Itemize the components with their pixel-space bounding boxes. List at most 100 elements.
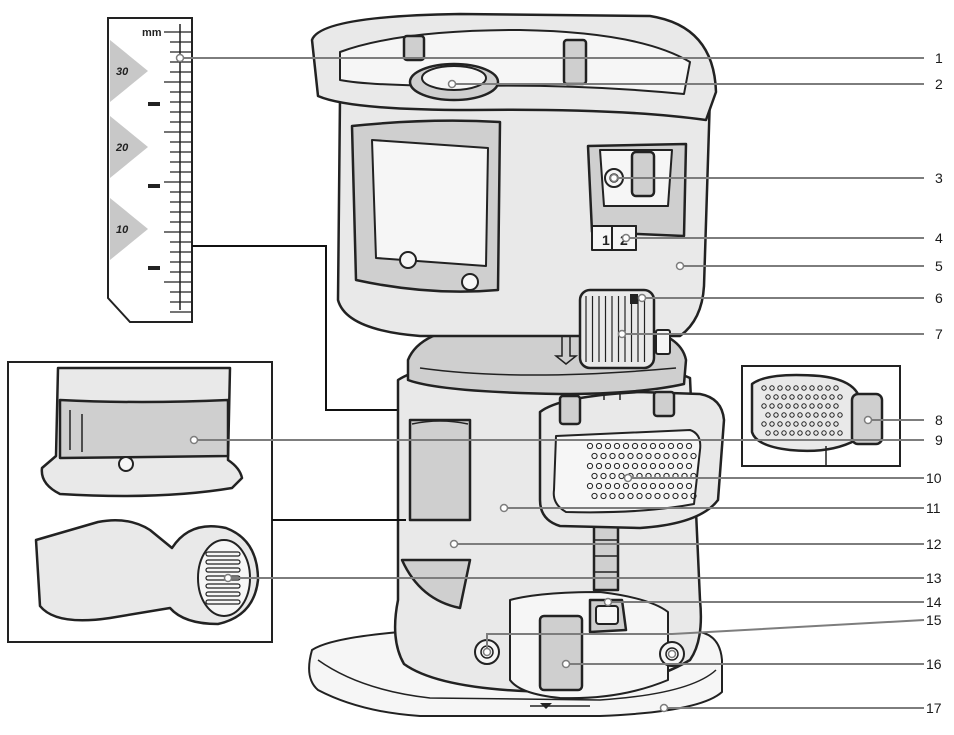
grip-dot — [595, 482, 603, 490]
grip-dot — [672, 452, 679, 460]
scale-marker-bar — [148, 102, 160, 106]
grip-dot — [789, 394, 795, 400]
grip-dot — [631, 482, 639, 490]
callout-15: 15 — [926, 612, 942, 628]
callout-1: 1 — [935, 50, 943, 66]
callout-9: 9 — [935, 432, 943, 448]
grip-dot — [793, 403, 799, 409]
grip-dot — [797, 394, 803, 400]
grip-dot — [676, 442, 684, 450]
grip-dot — [591, 452, 598, 460]
leader-dot-8 — [863, 415, 873, 425]
grip-dot — [773, 394, 779, 400]
grip-dot — [645, 492, 652, 500]
grip-dot — [604, 442, 612, 450]
grip-dot — [618, 452, 625, 460]
grip-dot — [837, 394, 843, 400]
grip-dot — [681, 492, 688, 500]
grip-dot — [595, 442, 603, 450]
grip-dot — [789, 430, 795, 436]
callout-8: 8 — [935, 412, 943, 428]
callout-11: 11 — [926, 500, 941, 516]
grip-dot — [809, 421, 815, 427]
grip-dot — [658, 482, 666, 490]
scale-marker-bar — [148, 266, 160, 270]
grip-dot — [663, 492, 670, 500]
grip-dot — [640, 482, 648, 490]
scale-label-10: 10 — [116, 224, 129, 236]
leader-dot-14 — [603, 597, 613, 607]
grip-dot — [773, 412, 779, 418]
leader-dot-13 — [223, 573, 233, 583]
callout-14: 14 — [926, 594, 942, 610]
leader-dot-3 — [609, 173, 619, 183]
grip-dot — [781, 394, 787, 400]
callout-group: 1 2 3 4 5 6 7 8 9 10 — [175, 50, 943, 716]
grip-dot — [681, 452, 688, 460]
grip-dot — [833, 421, 839, 427]
grip-dot — [813, 430, 819, 436]
grip-dot — [781, 430, 787, 436]
grip-dot — [761, 403, 767, 409]
leader-dot-17 — [659, 703, 669, 713]
grip-dot — [658, 462, 666, 470]
hose-rib — [205, 583, 241, 589]
grip-dot — [600, 452, 607, 460]
scale-marker-30-triangle — [110, 40, 148, 102]
callout-16: 16 — [926, 656, 942, 672]
leader-dot-12 — [449, 539, 459, 549]
leader-dot-1 — [175, 53, 185, 63]
grip-dot — [649, 442, 657, 450]
grip-dot — [777, 403, 783, 409]
grip-dot — [837, 430, 843, 436]
depth-scale: mm 30 20 10 — [107, 17, 193, 323]
scale-unit-label: mm — [142, 27, 162, 39]
leader-dot-6 — [637, 293, 647, 303]
grip-dot — [801, 403, 807, 409]
grip-dot — [769, 385, 775, 391]
grip-dot — [825, 403, 831, 409]
grip-dot — [685, 482, 693, 490]
callout-5: 5 — [935, 258, 943, 274]
grip-dot — [817, 403, 823, 409]
grip-dot — [654, 452, 661, 460]
grip-dot — [785, 421, 791, 427]
grip-dot — [622, 462, 630, 470]
grip-dot — [825, 385, 831, 391]
grip-dot — [649, 462, 657, 470]
grip-dot — [773, 430, 779, 436]
grip-dot — [676, 482, 684, 490]
grip-dot — [627, 492, 634, 500]
grip-dot — [793, 385, 799, 391]
grip-dot — [829, 430, 835, 436]
grip-dot — [627, 452, 634, 460]
grip-dot — [604, 462, 612, 470]
top-rim — [310, 12, 718, 122]
hose-rib — [205, 599, 241, 605]
grip-dot — [765, 394, 771, 400]
scale-marker-bar — [148, 184, 160, 188]
grip-dot — [609, 452, 616, 460]
hose-rib — [205, 559, 241, 565]
motor-housing: 1 2 — [336, 68, 712, 338]
grip-dot — [801, 385, 807, 391]
grip-dot — [761, 421, 767, 427]
grip-dot — [613, 442, 621, 450]
callout-7: 7 — [935, 326, 943, 342]
inset-grip-pattern — [761, 385, 843, 436]
grip-dot — [685, 442, 693, 450]
grip-dot — [609, 472, 616, 480]
grip-dot — [663, 452, 670, 460]
callout-3: 3 — [935, 170, 943, 186]
grip-dot — [837, 412, 843, 418]
grip-dot — [618, 492, 625, 500]
leader-dot-7 — [617, 329, 627, 339]
inset-accessory-detail — [7, 361, 273, 643]
callout-10: 10 — [926, 470, 942, 486]
selector-position-1: 1 — [602, 232, 610, 248]
grip-dot — [805, 412, 811, 418]
leader-dot-4 — [621, 233, 631, 243]
leader-dot-9 — [189, 435, 199, 445]
grip-dot — [654, 492, 661, 500]
